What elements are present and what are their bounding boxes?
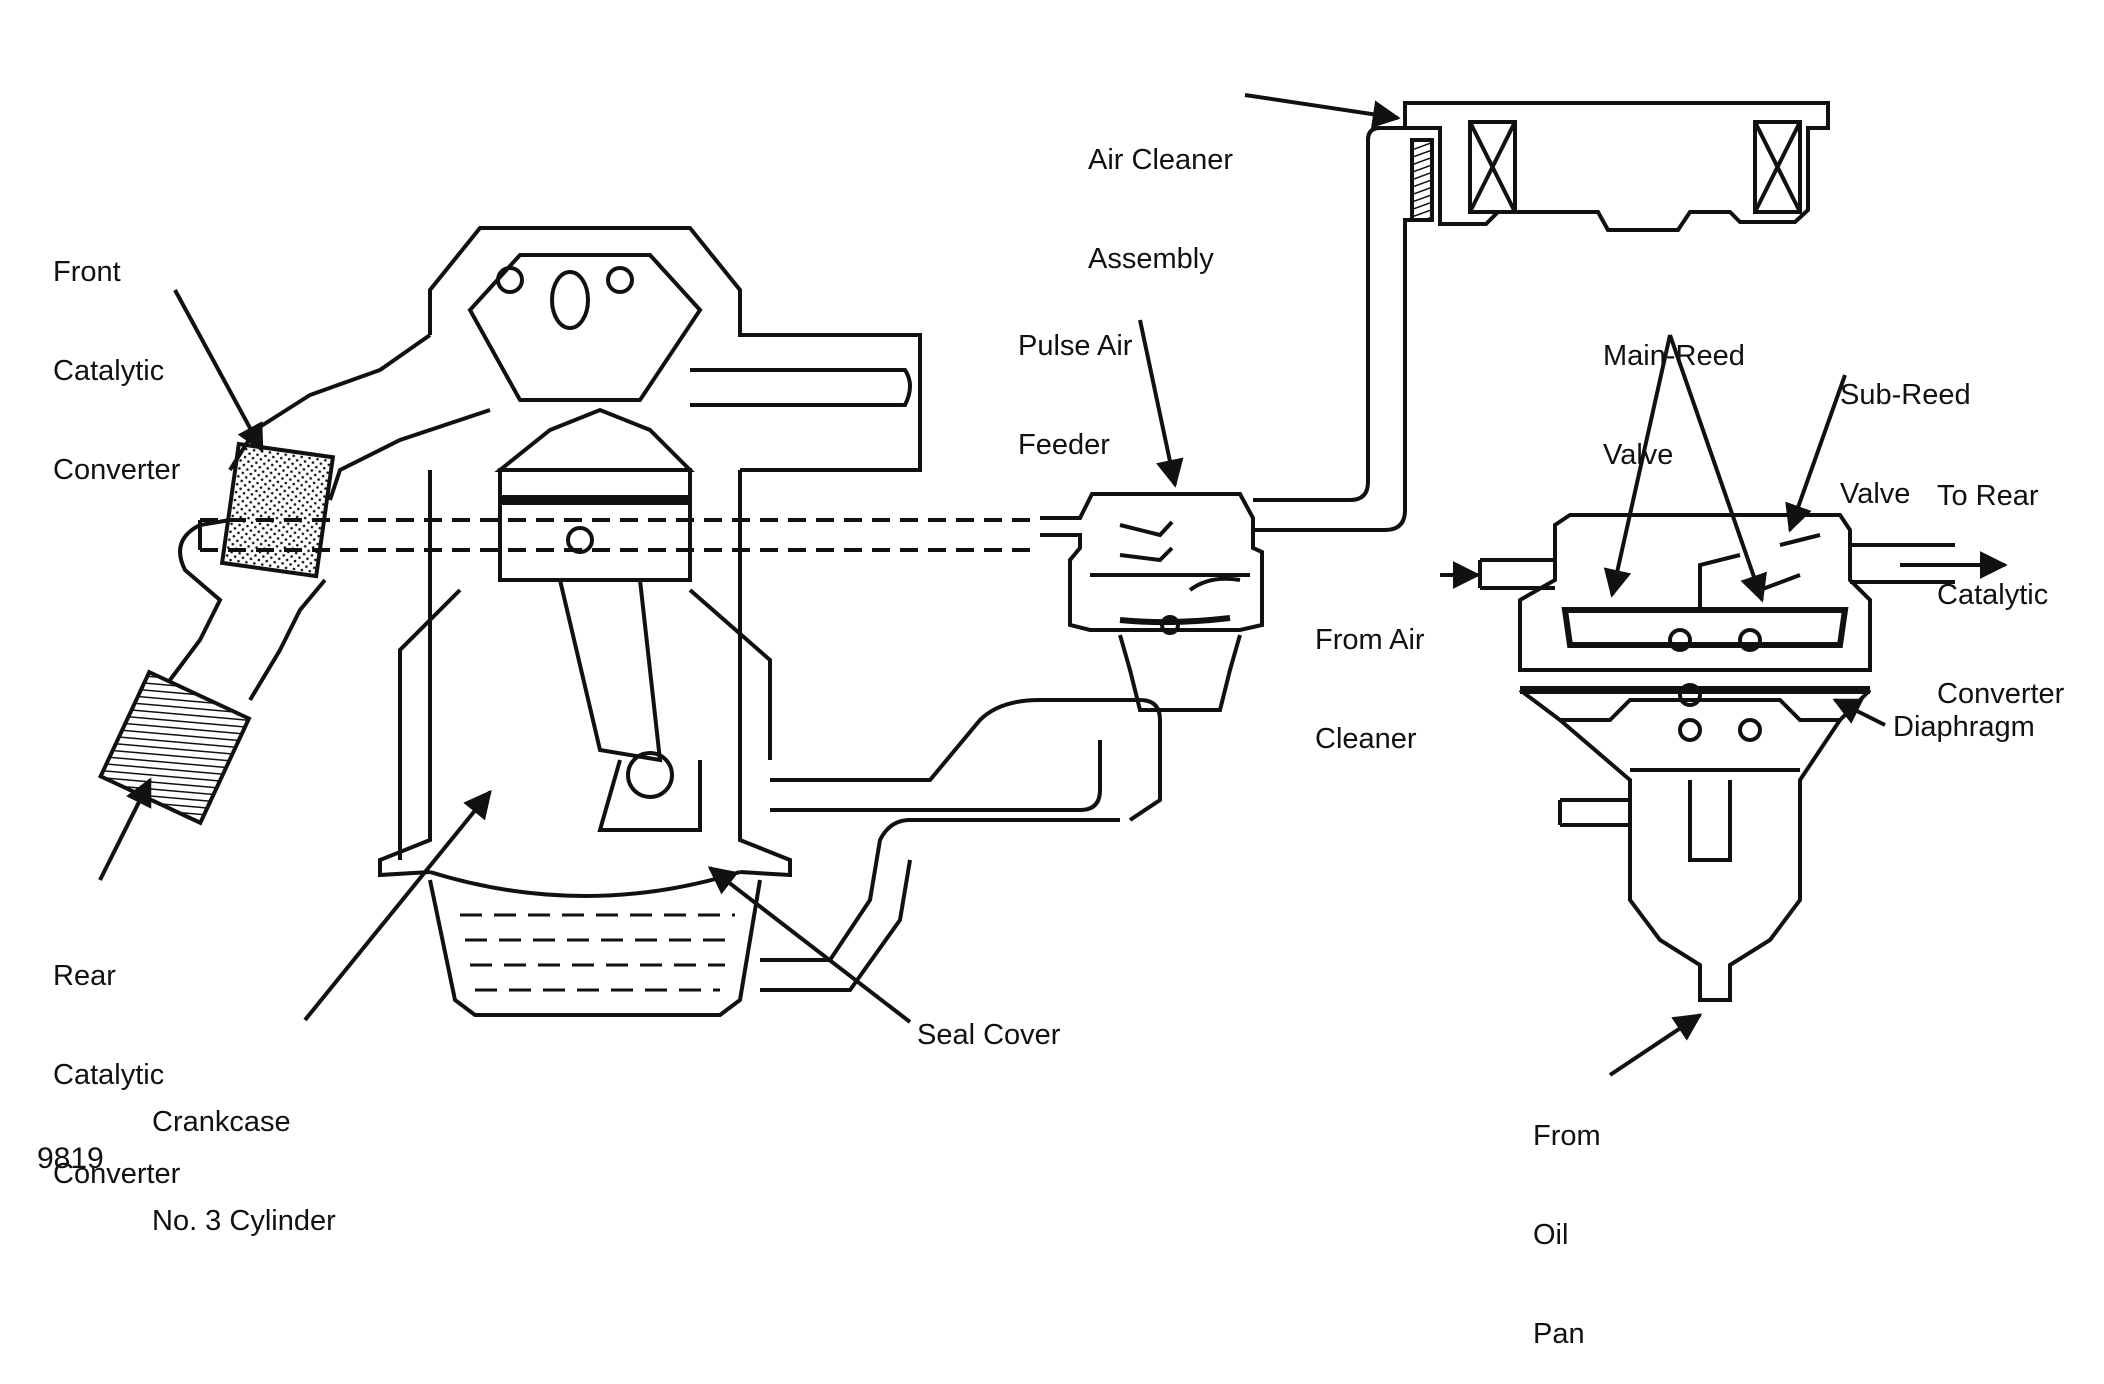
label-diaphragm: Diaphragm: [1893, 711, 2035, 743]
label-crankcase-no3-cylinder: Crankcase No. 3 Cylinder: [152, 1040, 336, 1271]
rear-catalytic-converter: [97, 669, 252, 826]
label-line: Pan: [1533, 1318, 1585, 1350]
label-line: Catalytic: [53, 1059, 165, 1091]
label-line: Crankcase: [152, 1106, 291, 1138]
label-to-rear-catalytic-converter: To Rear Catalytic Converter: [1937, 414, 2064, 744]
label-line: Sub-Reed: [1840, 379, 1971, 411]
label-line: Valve: [1603, 439, 1674, 471]
label-front-catalytic-converter: Front Catalytic Converter: [53, 190, 180, 520]
label-line: Converter: [53, 454, 181, 486]
label-main-reed-valve: Main-Reed Valve: [1603, 274, 1745, 505]
arrow-air-cleaner: [1244, 93, 1401, 129]
label-line: Oil: [1533, 1219, 1569, 1251]
air-supply-duct: [1253, 126, 1412, 532]
label-line: Converter: [1937, 678, 2065, 710]
front-catalytic-converter: [219, 441, 336, 579]
arrow-sub-reed: [1785, 374, 1847, 533]
label-line: To Rear: [1937, 480, 2039, 512]
label-sub-reed-valve: Sub-Reed Valve: [1840, 313, 1971, 544]
label-line: Pulse Air: [1018, 330, 1133, 362]
arrow-main-reed-1: [1603, 334, 1672, 598]
label-line: Catalytic: [53, 355, 165, 387]
arrow-front-catalytic: [173, 289, 264, 453]
arrow-main-reed-2: [1668, 334, 1767, 603]
label-rear-catalytic-converter: Rear Catalytic Converter: [53, 894, 180, 1224]
arrow-from-oil-pan: [1608, 1013, 1703, 1077]
engine-block: [198, 226, 1162, 878]
label-line: Feeder: [1018, 429, 1110, 461]
pulse-air-feeder: [1040, 492, 1264, 712]
label-line: Catalytic: [1937, 579, 2049, 611]
label-seal-cover: Seal Cover: [917, 1019, 1061, 1051]
label-from-air-cleaner: From Air Cleaner: [1315, 558, 1425, 789]
label-line: Valve: [1840, 478, 1911, 510]
label-pulse-air-feeder: Pulse Air Feeder: [1018, 264, 1132, 495]
label-line: Rear: [53, 960, 116, 992]
label-line: No. 3 Cylinder: [152, 1205, 336, 1237]
label-line: Assembly: [1088, 243, 1214, 275]
label-line: Cleaner: [1315, 723, 1417, 755]
arrow-rear-catalytic: [98, 777, 152, 881]
exhaust-pipe: [168, 518, 327, 702]
label-line: Air Cleaner: [1088, 144, 1234, 176]
label-line: Converter: [53, 1158, 181, 1190]
pulse-air-system-diagram: [97, 93, 2008, 1077]
label-line: From: [1533, 1120, 1601, 1152]
arrow-diaphragm: [1832, 698, 1886, 727]
air-cleaner-assembly: [1403, 101, 1830, 232]
arrow-crankcase: [303, 789, 492, 1022]
arrow-pulse-air-feeder: [1138, 319, 1184, 488]
figure-number: 9819: [37, 1142, 104, 1175]
arrow-seal-cover: [707, 866, 912, 1024]
oil-pan: [428, 818, 1120, 1017]
label-line: Main-Reed: [1603, 340, 1745, 372]
label-line: From Air: [1315, 624, 1425, 656]
leader-arrows: [98, 93, 2008, 1077]
label-line: Front: [53, 256, 121, 288]
reed-valve-assembly: [1478, 513, 1955, 1002]
label-from-oil-pan: From Oil Pan: [1533, 1054, 1601, 1384]
label-air-cleaner-assembly: Air Cleaner Assembly: [1088, 78, 1233, 309]
